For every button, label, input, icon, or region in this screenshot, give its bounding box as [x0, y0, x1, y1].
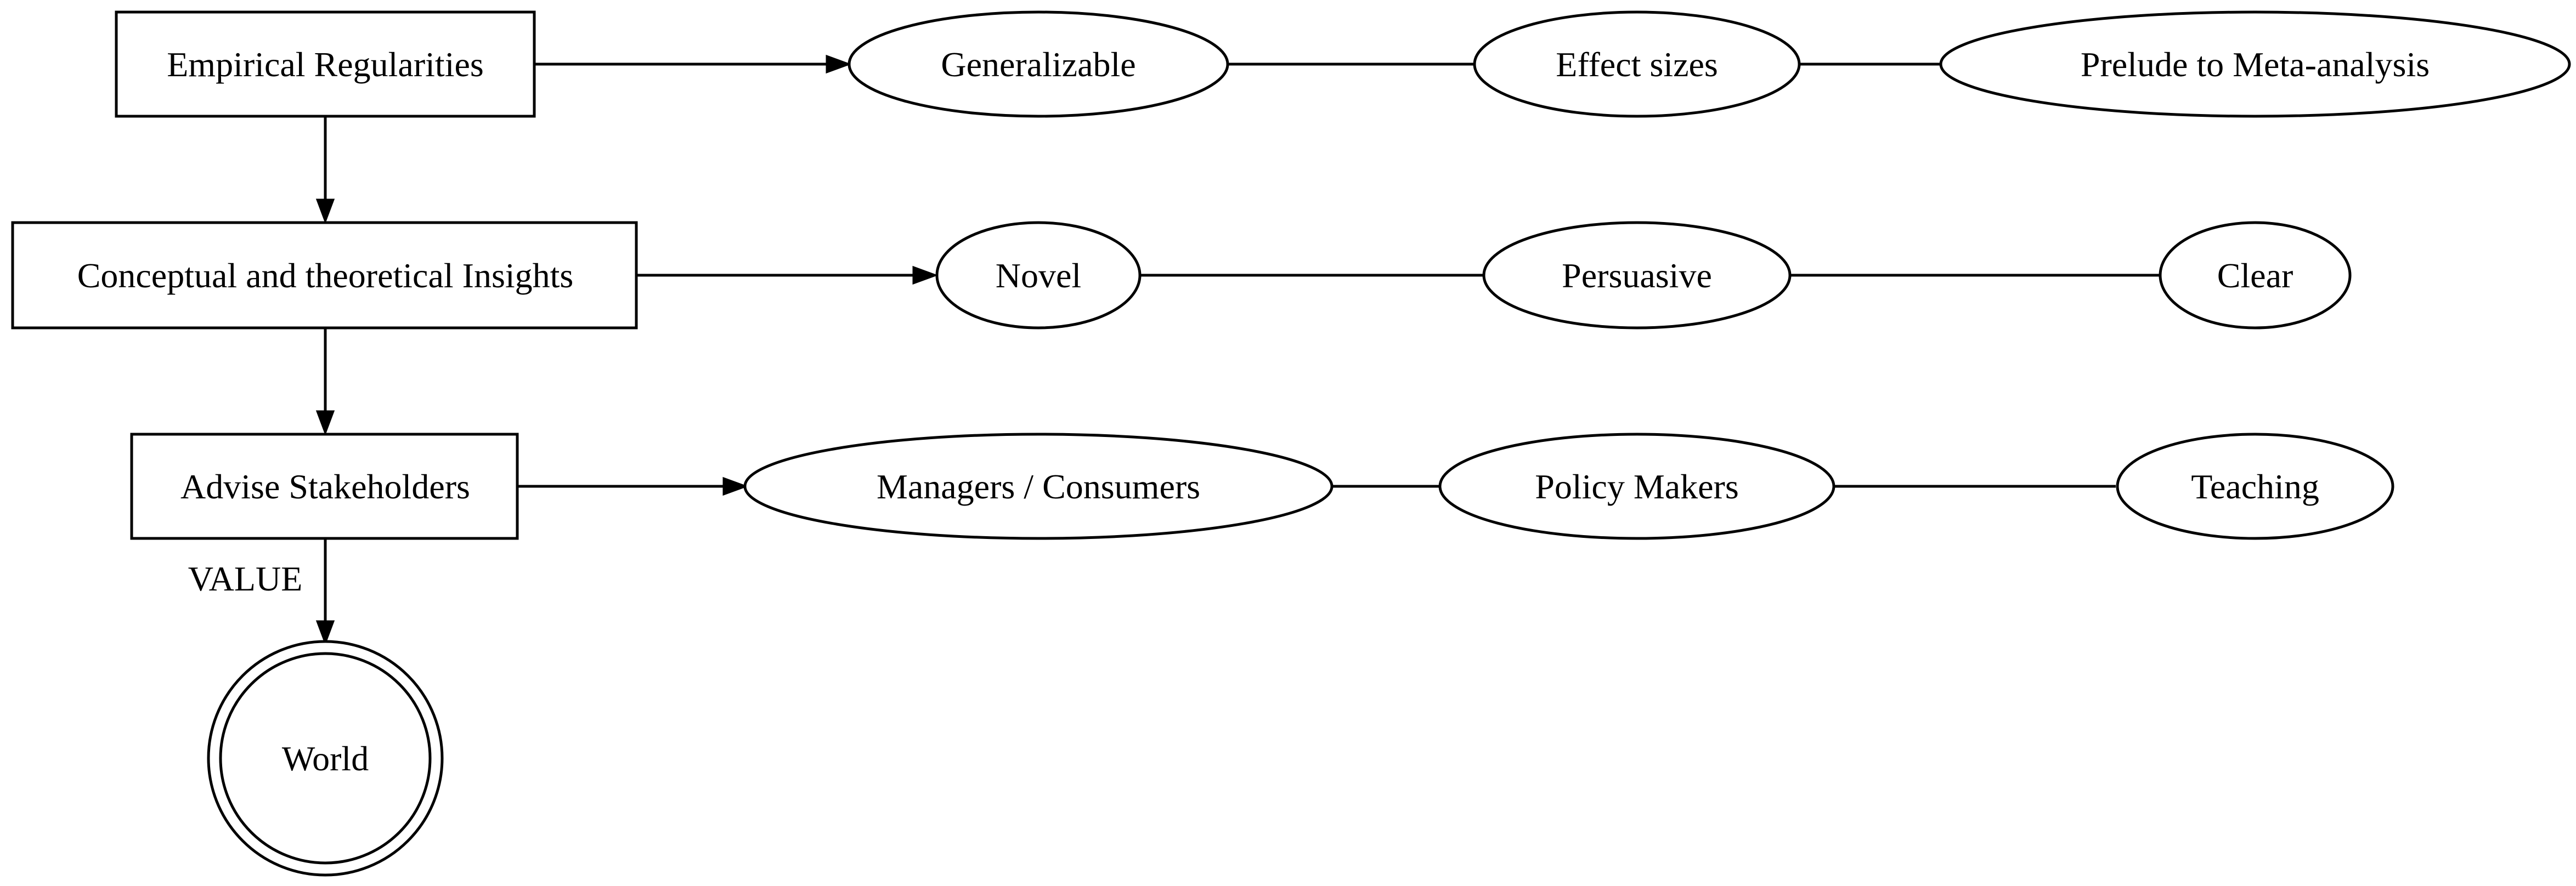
node-generalizable: Generalizable: [848, 10, 1229, 118]
node-policy-makers-label: Policy Makers: [1535, 467, 1739, 506]
node-world: World: [207, 640, 444, 877]
arrowhead-empirical-to-generalizable: [826, 54, 852, 74]
arrowhead-conceptual-to-novel: [912, 265, 939, 285]
node-novel-ellipse: [935, 221, 1142, 330]
node-persuasive: Persuasive: [1482, 221, 1792, 330]
node-generalizable-label: Generalizable: [941, 45, 1136, 84]
node-empirical-regularities-box: [115, 10, 536, 118]
node-prelude-meta-analysis-ellipse: [1939, 10, 2571, 118]
node-conceptual-insights-box: [11, 221, 638, 330]
node-conceptual-insights-label: Conceptual and theoretical Insights: [77, 256, 574, 295]
node-advise-stakeholders-box: [130, 433, 519, 540]
node-prelude-meta-analysis: Prelude to Meta-analysis: [1939, 10, 2571, 118]
edges: VALUE: [188, 54, 2160, 646]
arrowhead-empirical-to-conceptual: [315, 198, 335, 224]
arrowhead-conceptual-to-advise: [315, 410, 335, 436]
node-persuasive-label: Persuasive: [1562, 256, 1712, 295]
node-clear-ellipse: [2159, 221, 2352, 330]
node-managers-consumers-label: Managers / Consumers: [877, 467, 1200, 506]
node-world-inner-circle: [219, 652, 432, 865]
node-prelude-meta-analysis-label: Prelude to Meta-analysis: [2081, 45, 2430, 84]
node-managers-consumers-ellipse: [743, 433, 1334, 540]
edge-label-value: VALUE: [188, 559, 303, 598]
node-clear: Clear: [2159, 221, 2352, 330]
node-conceptual-insights: Conceptual and theoretical Insights: [11, 221, 638, 330]
arrowhead-advise-to-managers: [722, 476, 749, 496]
node-generalizable-ellipse: [848, 10, 1229, 118]
node-managers-consumers: Managers / Consumers: [743, 433, 1334, 540]
node-effect-sizes-ellipse: [1473, 10, 1801, 118]
node-world-label: World: [282, 739, 369, 778]
node-policy-makers-ellipse: [1438, 433, 1835, 540]
node-effect-sizes-label: Effect sizes: [1556, 45, 1718, 84]
node-persuasive-ellipse: [1482, 221, 1792, 330]
node-advise-stakeholders-label: Advise Stakeholders: [180, 467, 470, 506]
node-teaching-label: Teaching: [2191, 467, 2319, 506]
node-novel: Novel: [935, 221, 1142, 330]
node-policy-makers: Policy Makers: [1438, 433, 1835, 540]
node-novel-label: Novel: [996, 256, 1081, 295]
node-empirical-regularities-label: Empirical Regularities: [167, 45, 484, 84]
node-effect-sizes: Effect sizes: [1473, 10, 1801, 118]
node-teaching-ellipse: [2116, 433, 2394, 540]
arrowhead-advise-to-world: [315, 620, 335, 646]
node-advise-stakeholders: Advise Stakeholders: [130, 433, 519, 540]
node-empirical-regularities: Empirical Regularities: [115, 10, 536, 118]
node-teaching: Teaching: [2116, 433, 2394, 540]
node-clear-label: Clear: [2217, 256, 2293, 295]
